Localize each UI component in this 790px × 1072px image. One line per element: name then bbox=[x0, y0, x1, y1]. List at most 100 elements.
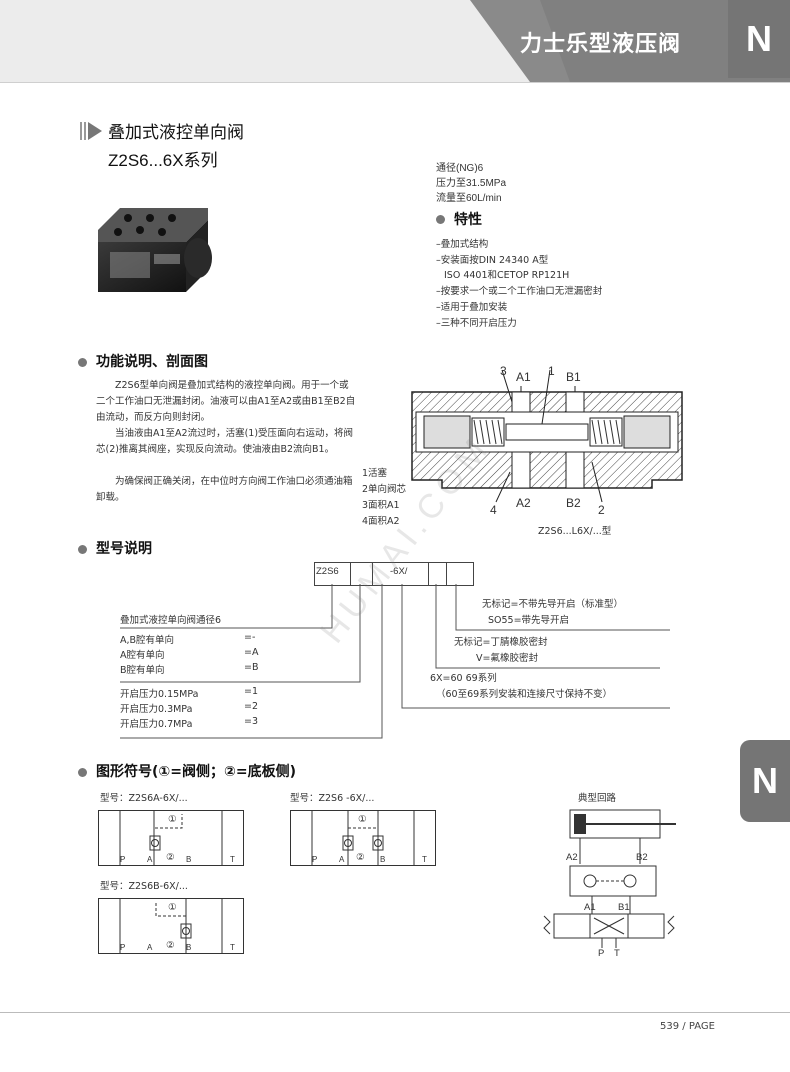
typical-circuit-diagram bbox=[543, 809, 676, 948]
legend-item: 2单向阀芯 bbox=[362, 484, 407, 495]
box-divider bbox=[350, 562, 351, 586]
circuit-label: 典型回路 bbox=[578, 793, 617, 804]
port-label: ② bbox=[166, 852, 175, 863]
port-label: T bbox=[614, 948, 620, 959]
spec-size: 通径(NG)6 bbox=[436, 163, 484, 174]
spec-pressure: 压力至31.5MPa bbox=[436, 178, 507, 189]
model-option: （60至69系列安装和连接尺寸保持不变） bbox=[436, 689, 613, 700]
port-label: ② bbox=[166, 940, 175, 951]
port-label: ② bbox=[356, 852, 365, 863]
box-divider bbox=[372, 562, 373, 586]
feature-item: –适用于叠加安装 bbox=[436, 302, 508, 313]
symbols-heading: 图形符号(①=阀侧；②=底板侧) bbox=[96, 764, 296, 780]
port-label: A bbox=[339, 855, 345, 864]
legend-item: 1活塞 bbox=[362, 468, 388, 479]
section-tab-n-side[interactable]: N bbox=[740, 740, 790, 822]
section-label: B1 bbox=[566, 370, 581, 384]
spec-flow: 流量至60L/min bbox=[436, 193, 502, 204]
model-row-label: B腔有单向 bbox=[120, 665, 165, 676]
model-option: 6X=60 69系列 bbox=[430, 673, 497, 684]
section-label: A2 bbox=[516, 496, 531, 510]
symbol-a-diagram bbox=[98, 810, 244, 866]
port-label: A bbox=[147, 943, 153, 952]
footer-divider bbox=[0, 1012, 790, 1013]
port-label: A bbox=[147, 855, 153, 864]
port-label: T bbox=[422, 855, 427, 864]
page-number: 539 / PAGE bbox=[660, 1021, 715, 1032]
function-paragraph: 为确保阀正确关闭，在中位时方向阀工作油口必须通油箱卸载。 bbox=[96, 476, 353, 503]
bullet-icon bbox=[78, 768, 87, 777]
product-title: 叠加式液控单向阀 bbox=[108, 123, 244, 143]
port-label: B bbox=[380, 855, 386, 864]
function-heading: 功能说明、剖面图 bbox=[96, 354, 208, 370]
model-option: 无标记=不带先导开启（标准型） bbox=[482, 599, 623, 610]
function-paragraph: Z2S6型单向阀是叠加式结构的液控单向阀。用于一个或二个工作油口无泄漏封闭。油液… bbox=[96, 380, 356, 423]
port-label: ① bbox=[358, 814, 367, 825]
model-row-code: =A bbox=[244, 647, 259, 658]
box-divider bbox=[428, 562, 429, 586]
model-connector-lines bbox=[120, 584, 670, 739]
symbol-type-label: 型号：Z2S6B-6X/... bbox=[100, 881, 188, 892]
product-series: Z2S6...6X系列 bbox=[108, 151, 218, 170]
model-row-code: =B bbox=[244, 662, 259, 673]
model-code-base: Z2S6 bbox=[316, 566, 339, 577]
port-label: P bbox=[312, 855, 318, 864]
section-label: 2 bbox=[598, 503, 605, 517]
feature-item: ISO 4401和CETOP RP121H bbox=[444, 270, 570, 281]
model-row-label: 叠加式液控单向阀通径6 bbox=[120, 615, 222, 626]
feature-item: –叠加式结构 bbox=[436, 239, 489, 250]
port-label: A2 bbox=[566, 852, 578, 863]
port-label: ① bbox=[168, 902, 177, 913]
port-label: B1 bbox=[618, 902, 630, 913]
section-label: 1 bbox=[548, 364, 555, 378]
arrow-icon bbox=[80, 122, 102, 140]
model-row-label: 开启压力0.7MPa bbox=[120, 719, 193, 730]
legend-item: 3面积A1 bbox=[362, 500, 400, 511]
cross-section-drawing bbox=[411, 369, 683, 503]
port-label: T bbox=[230, 855, 235, 864]
section-label: B2 bbox=[566, 496, 581, 510]
box-divider bbox=[446, 562, 447, 586]
model-option: SO55=带先导开启 bbox=[488, 615, 570, 626]
header-dark-band bbox=[470, 0, 790, 82]
section-tab-n[interactable]: N bbox=[728, 0, 790, 78]
model-row-code: =2 bbox=[244, 701, 259, 712]
section-label: 4 bbox=[490, 503, 497, 517]
feature-item: –安装面按DIN 24340 A型 bbox=[436, 255, 549, 266]
port-label: B bbox=[186, 855, 192, 864]
model-row-label: A,B腔有单向 bbox=[120, 635, 175, 646]
model-row-code: =- bbox=[244, 632, 256, 643]
model-option: 无标记=丁腈橡胶密封 bbox=[454, 637, 548, 648]
features-heading: 特性 bbox=[454, 212, 482, 228]
model-row-label: 开启压力0.3MPa bbox=[120, 704, 193, 715]
feature-item: –三种不同开启压力 bbox=[436, 318, 517, 329]
port-label: B bbox=[186, 943, 192, 952]
symbol-type-label: 型号：Z2S6A-6X/... bbox=[100, 793, 188, 804]
port-label: P bbox=[120, 943, 126, 952]
symbol-b-diagram bbox=[98, 898, 244, 954]
section-label: A1 bbox=[516, 370, 531, 384]
model-row-label: A腔有单向 bbox=[120, 650, 165, 661]
header-title: 力士乐型液压阀 bbox=[520, 32, 682, 57]
port-label: T bbox=[230, 943, 235, 952]
port-label: A1 bbox=[584, 902, 596, 913]
function-paragraph: 当油液由A1至A2流过时，活塞(1)受压面向右运动，将阀芯(2)推离其阀座，实现… bbox=[96, 428, 354, 455]
model-row-label: 开启压力0.15MPa bbox=[120, 689, 199, 700]
symbol-ab-diagram bbox=[290, 810, 436, 866]
model-heading: 型号说明 bbox=[96, 541, 152, 557]
valve-photo bbox=[98, 208, 212, 292]
port-label: ① bbox=[168, 814, 177, 825]
model-row-code: =1 bbox=[244, 686, 259, 697]
bullet-icon bbox=[436, 215, 445, 224]
feature-item: –按要求一个或二个工作油口无泄漏密封 bbox=[436, 286, 603, 297]
model-code-series: -6X/ bbox=[390, 566, 408, 577]
section-caption: Z2S6...L6X/...型 bbox=[538, 526, 612, 537]
port-label: P bbox=[598, 948, 605, 959]
symbol-type-label: 型号：Z2S6 -6X/... bbox=[290, 793, 375, 804]
port-label: P bbox=[120, 855, 126, 864]
model-option: V=氟橡胶密封 bbox=[476, 653, 538, 664]
section-label: 3 bbox=[500, 364, 507, 378]
model-code-frame bbox=[314, 562, 474, 586]
model-row-code: =3 bbox=[244, 716, 259, 727]
legend-item: 4面积A2 bbox=[362, 516, 400, 527]
